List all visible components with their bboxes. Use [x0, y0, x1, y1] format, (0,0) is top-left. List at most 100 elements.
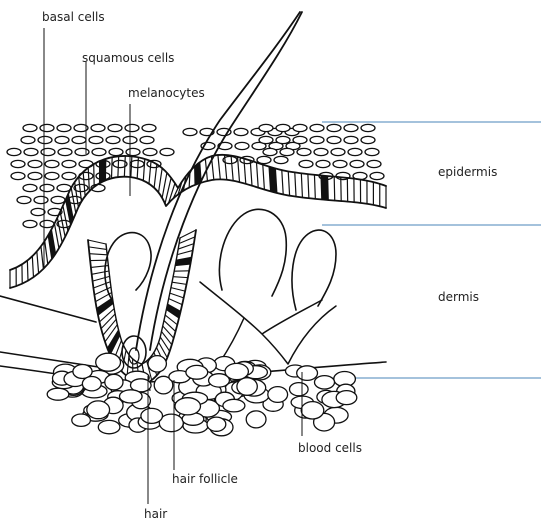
squamous-cell	[280, 148, 294, 155]
squamous-cell	[23, 220, 37, 227]
follicle-cell	[92, 276, 109, 281]
squamous-cell	[34, 196, 48, 203]
squamous-cell	[314, 148, 328, 155]
blood-cell	[96, 353, 121, 371]
squamous-cell	[361, 136, 375, 143]
squamous-cell	[45, 172, 59, 179]
blood-cell	[297, 366, 318, 381]
basal-cell	[257, 162, 259, 187]
basal-cell	[131, 156, 132, 177]
squamous-cell	[89, 136, 103, 143]
follicle-cell	[170, 293, 184, 298]
blood-cell	[72, 414, 91, 426]
follicle-cell	[160, 337, 169, 351]
blood-cell	[87, 401, 110, 419]
basal-cell	[162, 173, 167, 198]
squamous-cell	[126, 148, 140, 155]
label-blood-cells: blood cells	[298, 441, 362, 455]
squamous-cell	[348, 148, 362, 155]
blood-vessel-network	[200, 282, 336, 364]
basal-cell	[159, 168, 163, 192]
squamous-cell	[327, 136, 341, 143]
squamous-cell	[11, 172, 25, 179]
squamous-cell	[21, 136, 35, 143]
squamous-cell	[58, 148, 72, 155]
label-hair: hair	[144, 507, 167, 521]
squamous-cell	[344, 124, 358, 131]
squamous-cell	[370, 172, 384, 179]
basal-cell	[301, 173, 302, 197]
squamous-cell	[344, 136, 358, 143]
follicle-cell	[172, 282, 186, 284]
squamous-cell	[235, 142, 249, 149]
blood-cell	[246, 411, 266, 428]
follicle-cell	[93, 282, 110, 288]
squamous-cell	[23, 124, 37, 131]
blood-cell	[336, 391, 357, 405]
squamous-cell	[333, 160, 347, 167]
squamous-cell	[331, 148, 345, 155]
squamous-cell	[41, 148, 55, 155]
squamous-cell	[361, 124, 375, 131]
squamous-cell	[40, 184, 54, 191]
follicle-cell	[92, 271, 109, 274]
blood-cell	[175, 398, 201, 415]
squamous-cell	[259, 136, 273, 143]
melanocyte	[321, 175, 328, 200]
blood-cell	[237, 378, 257, 396]
basal-cell	[54, 224, 59, 249]
basal-cell	[238, 157, 240, 182]
squamous-cell	[55, 136, 69, 143]
basal-cell	[32, 256, 33, 277]
label-melanocytes: melanocytes	[128, 86, 205, 100]
squamous-cell	[7, 148, 21, 155]
basal-cell	[218, 155, 220, 179]
blood-cell	[82, 377, 101, 391]
squamous-cell	[350, 160, 364, 167]
dermal-ridge-1	[219, 209, 286, 296]
squamous-cell	[327, 124, 341, 131]
melanocyte	[100, 159, 106, 183]
labels: basal cells squamous cells melanocytes e…	[42, 10, 497, 521]
blood-cell	[223, 399, 245, 412]
squamous-cell	[367, 160, 381, 167]
basal-cell	[288, 171, 289, 195]
follicle-cell	[101, 314, 115, 329]
basal-cell	[334, 177, 335, 201]
squamous-cell	[91, 124, 105, 131]
squamous-cell	[293, 136, 307, 143]
basal-cell	[37, 252, 39, 274]
squamous-cell	[17, 196, 31, 203]
basal-band-inner-edge	[10, 177, 386, 288]
squamous-cell	[274, 156, 288, 163]
basal-cell	[282, 170, 283, 194]
squamous-cell	[143, 148, 157, 155]
blood-cell	[105, 374, 123, 390]
skin-fold-upper	[0, 296, 96, 322]
follicle-cell	[89, 254, 107, 255]
squamous-cell	[299, 160, 313, 167]
squamous-cell	[108, 124, 122, 131]
squamous-cell	[259, 124, 273, 131]
squamous-cell	[28, 172, 42, 179]
squamous-cell	[40, 124, 54, 131]
basal-cell	[118, 156, 119, 177]
blood-cell	[120, 390, 143, 403]
follicle-cell	[178, 244, 194, 249]
blood-cell	[141, 408, 163, 423]
squamous-cell	[28, 160, 42, 167]
blood-cell	[47, 388, 69, 400]
squamous-cell	[51, 196, 65, 203]
squamous-cell	[11, 160, 25, 167]
squamous-cell	[72, 136, 86, 143]
squamous-cell	[365, 148, 379, 155]
follicle-cell	[89, 247, 107, 250]
squamous-cell	[310, 124, 324, 131]
label-epidermis: epidermis	[438, 165, 497, 179]
squamous-cell	[109, 148, 123, 155]
squamous-cell	[263, 148, 277, 155]
squamous-cell	[125, 124, 139, 131]
squamous-cell	[142, 124, 156, 131]
squamous-cell	[38, 136, 52, 143]
label-squamous-cells: squamous cells	[82, 51, 174, 65]
